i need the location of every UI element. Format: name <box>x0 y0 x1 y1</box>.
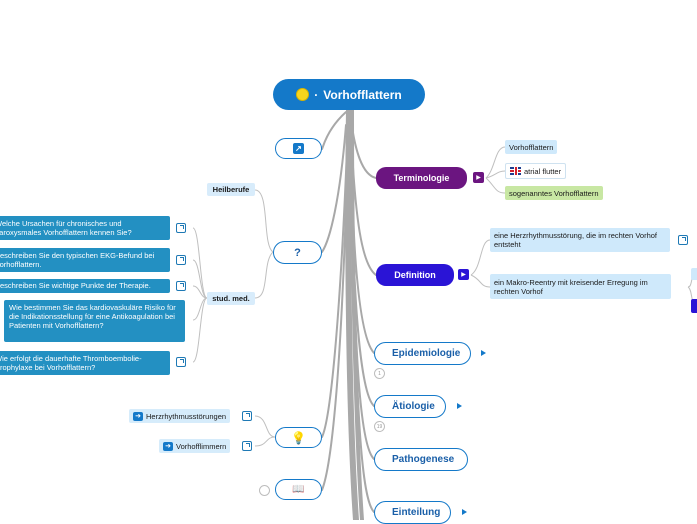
idea-node[interactable]: 💡 <box>275 427 322 448</box>
question-item[interactable]: Beschreiben Sie wichtige Punkte der Ther… <box>0 279 170 293</box>
question-text: Wie erfolgt die dauerhafte Thromboemboli… <box>0 354 142 372</box>
link-vorhofflimmern[interactable]: ➜ Vorhofflimmern <box>159 439 231 453</box>
terminologie-item: Vorhofflattern <box>505 140 558 154</box>
terminologie-item: sogenanntes Vorhofflattern <box>505 186 603 200</box>
epidemiologie-label: Epidemiologie <box>392 348 461 359</box>
book-icon: 📖 <box>292 484 305 495</box>
open-note-icon[interactable] <box>242 411 252 421</box>
link-node[interactable]: ↗ <box>275 138 322 159</box>
open-note-icon[interactable] <box>176 255 186 265</box>
book-count-badge <box>259 485 270 496</box>
aetiologie-node[interactable]: Ätiologie <box>374 395 446 418</box>
question-mark-icon: ? <box>294 246 301 259</box>
einteilung-expand-icon[interactable] <box>462 509 467 515</box>
question-text: Beschreiben Sie den typischen EKG-Befund… <box>0 251 155 269</box>
question-node[interactable]: ? <box>273 241 322 264</box>
definition-expand-icon[interactable]: ▶ <box>458 269 469 280</box>
yellow-circle-icon <box>296 88 310 101</box>
open-note-icon[interactable] <box>678 235 688 245</box>
question-item[interactable]: Beschreiben Sie den typischen EKG-Befund… <box>0 248 170 272</box>
root-title-separator: · <box>314 87 319 102</box>
open-note-icon[interactable] <box>242 441 252 451</box>
open-note-icon[interactable] <box>176 281 186 291</box>
stud-med-text: stud. med. <box>212 294 250 303</box>
heilberufe-text: Heilberufe <box>212 185 250 194</box>
definition-subitem <box>691 268 697 280</box>
definition-item-text: ein Makro-Reentry mit kreisender Erregun… <box>494 277 648 296</box>
epidemiologie-count-badge: 1 <box>374 368 385 379</box>
pathogenese-label: Pathogenese <box>392 454 455 465</box>
terminologie-item: atrial flutter <box>505 163 567 179</box>
badge-text: 1 <box>378 370 381 377</box>
definition-item-text: eine Herzrhythmusstörung, die im rechten… <box>494 231 657 249</box>
einteilung-node[interactable]: Einteilung <box>374 501 451 524</box>
root-title: Vorhofflattern <box>323 87 402 102</box>
epidemiologie-node[interactable]: Epidemiologie <box>374 342 471 365</box>
lightbulb-icon: 💡 <box>291 430 306 445</box>
terminologie-node[interactable]: Terminologie <box>376 167 467 189</box>
arrow-link-icon: ➜ <box>163 441 173 451</box>
aetiologie-label: Ätiologie <box>392 401 435 412</box>
stud-med-label[interactable]: stud. med. <box>207 292 255 305</box>
book-node[interactable]: 📖 <box>275 479 322 500</box>
badge-text: 19 <box>376 423 383 430</box>
uk-flag-icon <box>510 167 521 175</box>
definition-label: Definition <box>394 270 436 280</box>
terminologie-label: Terminologie <box>393 173 450 183</box>
link-herzrhythmusstoerungen[interactable]: ➜ Herzrhythmusstörungen <box>129 409 231 423</box>
open-note-icon[interactable] <box>176 357 186 367</box>
open-note-icon[interactable] <box>176 223 186 233</box>
aetiologie-expand-icon[interactable] <box>457 403 462 409</box>
question-item[interactable]: Welche Ursachen für chronisches und paro… <box>0 216 170 240</box>
question-item[interactable]: Wie bestimmen Sie das kardiovaskuläre Ri… <box>4 300 185 342</box>
pathogenese-node[interactable]: Pathogenese <box>374 448 468 471</box>
arrow-link-icon: ➜ <box>133 411 143 421</box>
einteilung-label: Einteilung <box>392 507 441 518</box>
heilberufe-label[interactable]: Heilberufe <box>207 183 255 196</box>
definition-item: eine Herzrhythmusstörung, die im rechten… <box>490 228 670 252</box>
epidemiologie-expand-icon[interactable] <box>481 350 486 356</box>
terminologie-item-text: Vorhofflattern <box>509 142 554 152</box>
root-node[interactable]: · Vorhofflattern <box>273 79 425 110</box>
question-item[interactable]: Wie erfolgt die dauerhafte Thromboemboli… <box>0 351 170 375</box>
link-text: Vorhofflimmern <box>176 441 227 451</box>
question-text: Wie bestimmen Sie das kardiovaskuläre Ri… <box>9 303 176 330</box>
terminologie-expand-icon[interactable]: ▶ <box>473 172 484 183</box>
definition-node[interactable]: Definition <box>376 264 454 286</box>
aetiologie-count-badge: 19 <box>374 421 385 432</box>
question-text: Beschreiben Sie wichtige Punkte der Ther… <box>0 281 151 290</box>
link-text: Herzrhythmusstörungen <box>146 411 227 421</box>
link-icon: ↗ <box>293 143 304 154</box>
terminologie-item-text: atrial flutter <box>524 166 562 176</box>
terminologie-item-text: sogenanntes Vorhofflattern <box>509 188 599 198</box>
definition-subitem <box>691 299 697 313</box>
question-text: Welche Ursachen für chronisches und paro… <box>0 219 132 237</box>
definition-item: ein Makro-Reentry mit kreisender Erregun… <box>490 274 671 299</box>
